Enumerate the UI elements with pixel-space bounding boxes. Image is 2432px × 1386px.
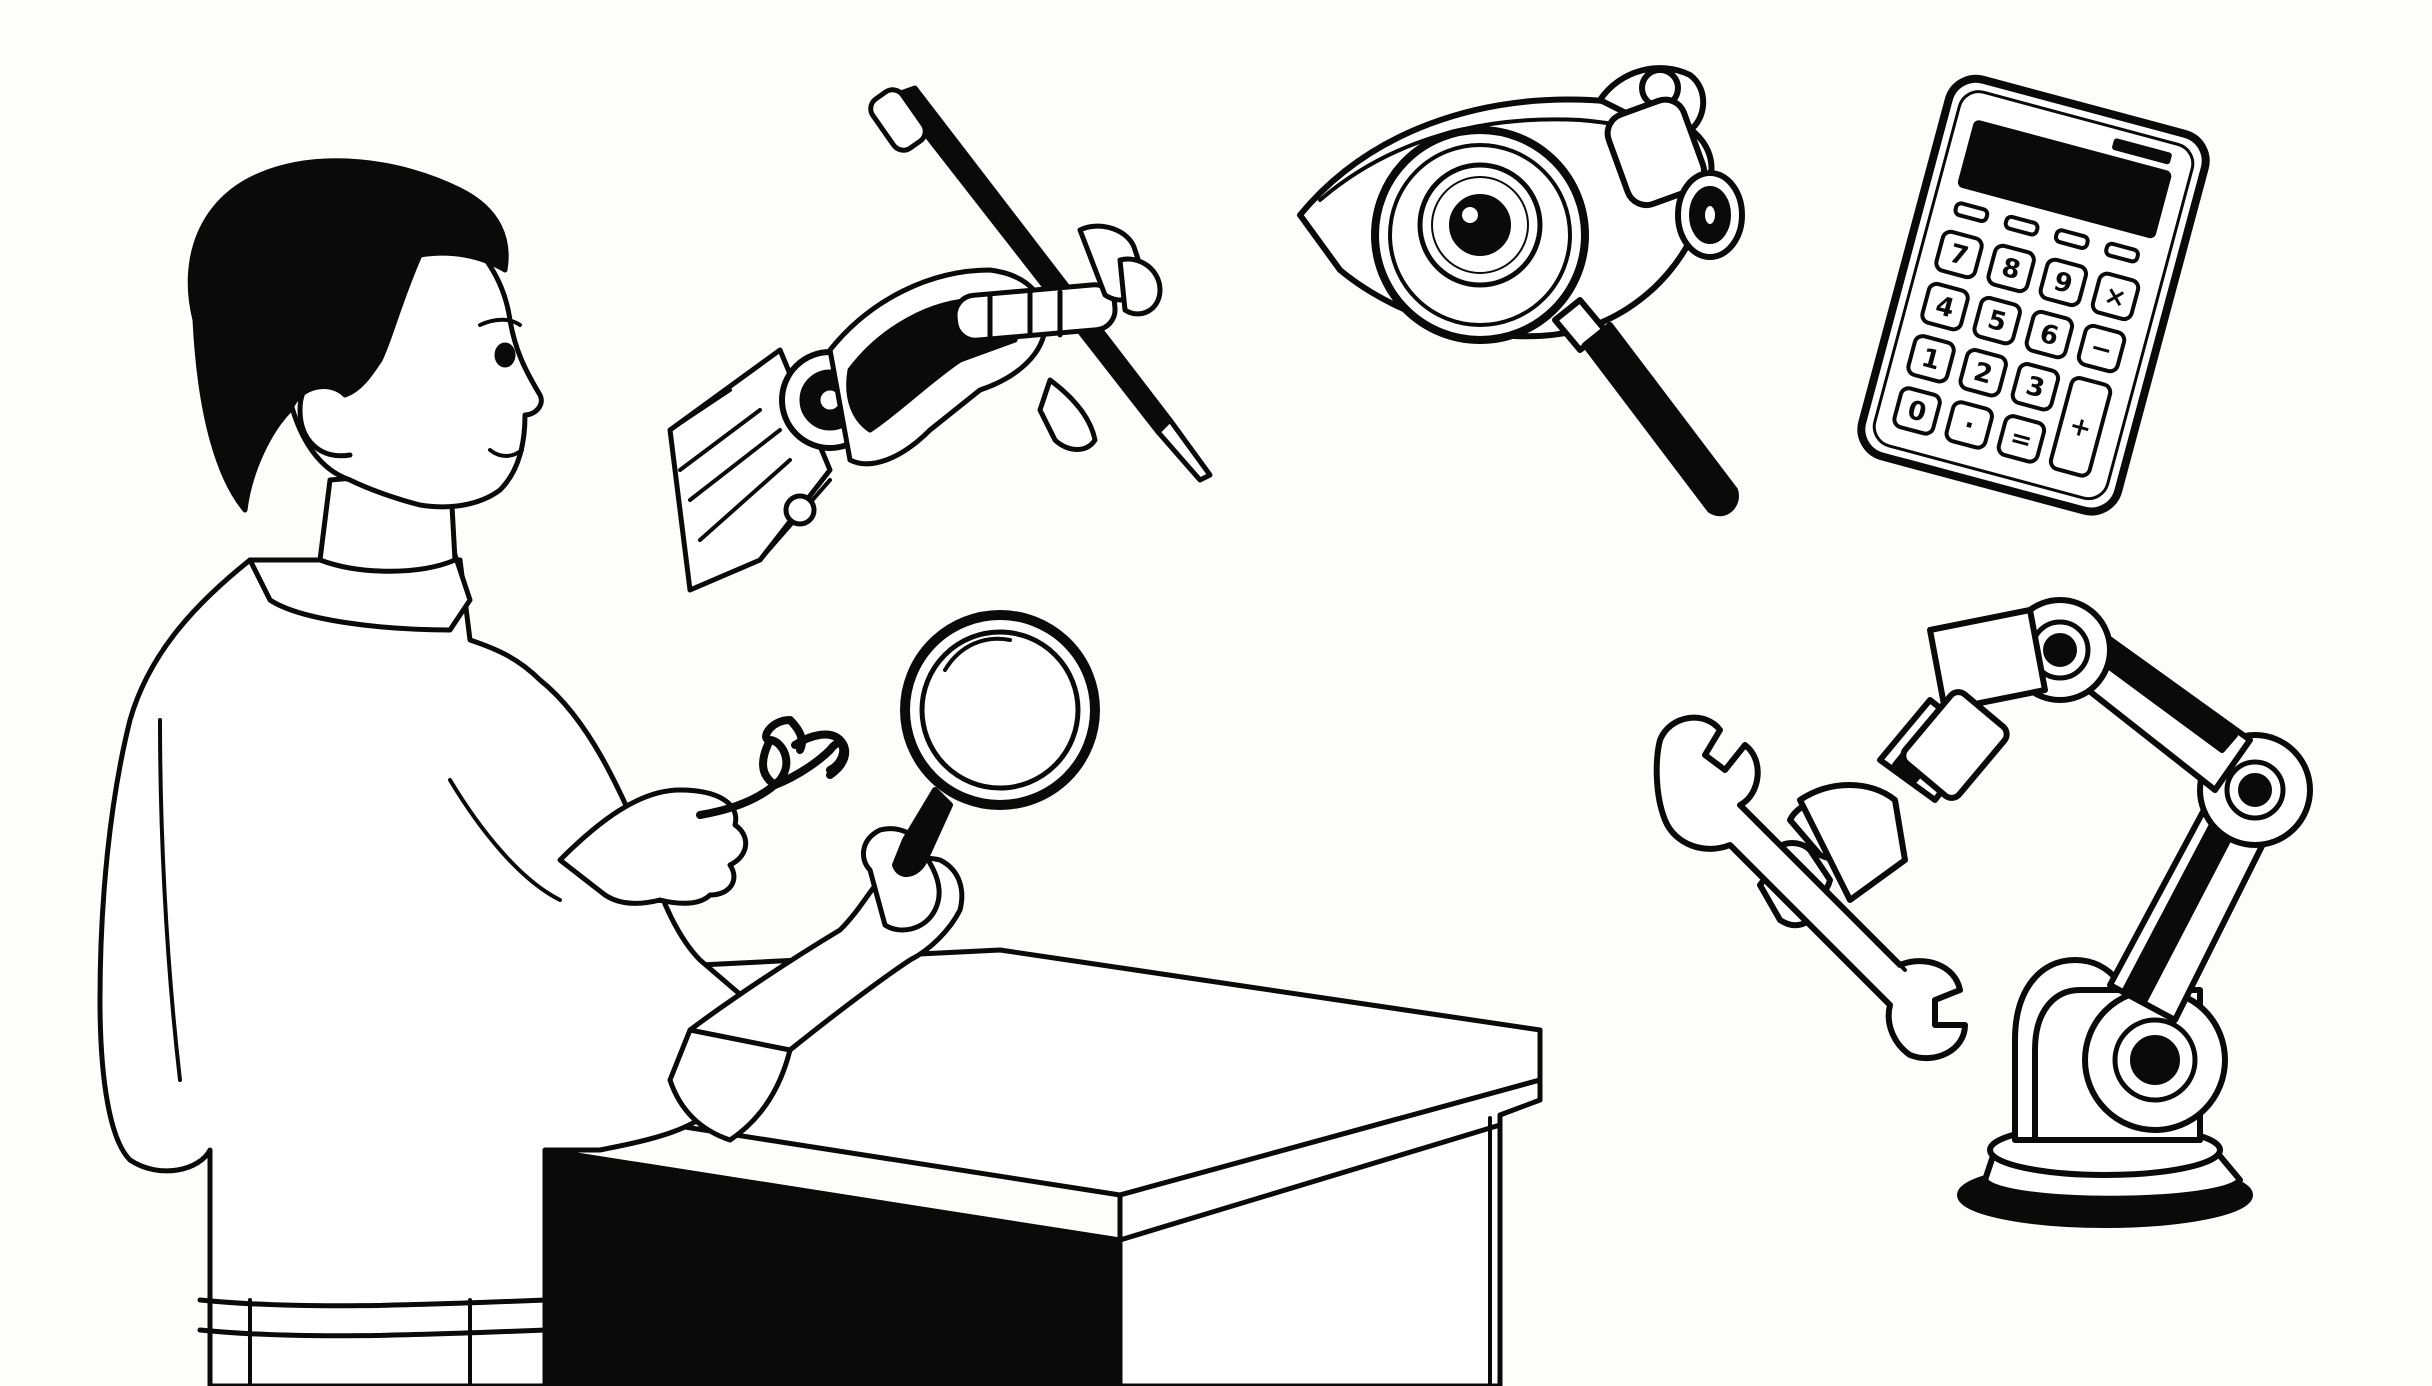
- calculator-display: [1957, 120, 2172, 239]
- calculator-key: [2076, 323, 2127, 374]
- shirt: [97, 557, 773, 1386]
- calculator-key: [1906, 334, 1956, 384]
- robotic-arm-with-wrench-icon: [1653, 597, 2313, 1228]
- calculator-key: [1934, 229, 1984, 280]
- calculator-key: [1958, 348, 2008, 398]
- magnifier-handle: [892, 787, 953, 877]
- robotic-eye-magnifier-icon: [1297, 65, 1745, 517]
- magnifying-glass-icon: [892, 610, 1100, 877]
- robotic-hand-with-pen-icon: [667, 85, 1213, 593]
- shirt-collar: [247, 552, 473, 633]
- calculator-key: [1944, 400, 1994, 450]
- calculator-key: [1972, 295, 2022, 346]
- hair: [187, 158, 509, 513]
- desk-side-shadow: [542, 1147, 1123, 1386]
- calculator-key: [2090, 271, 2141, 322]
- calculator-key: [1892, 386, 1942, 436]
- wrench: [1653, 714, 1968, 1062]
- calculator-key: [2048, 376, 2113, 478]
- calculator-key: [2038, 257, 2089, 308]
- calculator-key: [1920, 281, 1970, 332]
- belt: [197, 1297, 548, 1339]
- calculator-key: [2010, 362, 2061, 412]
- smile: [488, 448, 524, 458]
- calculator-key: [1996, 414, 2047, 464]
- eye: [494, 342, 516, 368]
- calculator-key: [1986, 243, 2036, 294]
- person: [97, 158, 965, 1386]
- calculator-key: [2024, 309, 2075, 360]
- desk: [542, 947, 1543, 1386]
